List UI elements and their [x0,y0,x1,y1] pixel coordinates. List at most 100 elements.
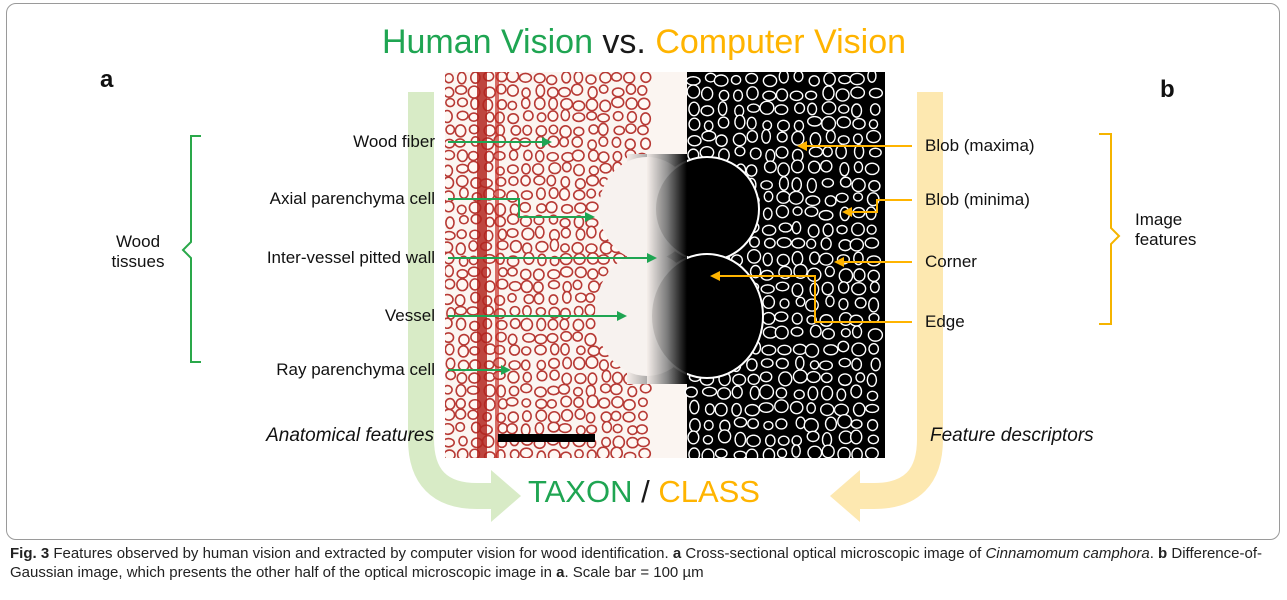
dog-cell [791,237,806,249]
wood-cell [497,228,508,241]
dog-cell [825,129,836,144]
wood-cell [507,411,520,424]
wood-cell [507,370,520,384]
dog-cell [687,135,702,147]
dog-cell [760,284,775,294]
dog-cell [836,388,847,402]
wood-cell [625,97,638,110]
wood-cell [548,162,562,175]
dog-cell [746,248,762,264]
wood-cell [562,356,573,370]
dog-cell [837,135,850,145]
dog-cell [866,390,879,402]
wood-cell [597,113,611,123]
dog-cell [733,450,747,458]
wood-cell [537,253,547,267]
wood-cell [637,410,648,421]
dog-cell [793,119,805,132]
dog-cell [778,371,793,387]
wood-cell [545,74,558,86]
wood-cell [586,394,599,409]
label-ray-parenchyma: Ray parenchyma cell [276,360,435,379]
wood-cell [445,109,453,124]
dog-cell [715,134,728,147]
wood-cell [522,110,534,122]
dog-cell [689,399,700,415]
wood-cell [508,360,522,371]
dog-cell [821,281,834,296]
wood-cell [611,395,624,409]
dog-cell [868,297,880,313]
dog-cell [763,190,774,203]
wood-cell [454,293,466,307]
wood-cell [506,228,519,239]
wood-cell [574,408,586,420]
dog-cell [791,312,803,325]
wood-cell [535,83,546,98]
wood-cell [445,369,457,381]
wood-cell [445,408,456,421]
dog-cell [734,114,746,130]
wood-cell [520,317,534,332]
wood-cell [559,217,571,228]
dog-cell [809,324,822,338]
wood-tissues-bracket [181,135,201,363]
dog-cell [747,373,760,386]
wood-cell [587,86,598,99]
wood-cell [458,333,470,346]
dog-cell [789,90,804,102]
wood-cell [456,163,470,174]
wood-cell [599,383,612,394]
wood-cell [586,188,597,199]
wood-cell [456,97,469,108]
dog-cell [762,447,776,458]
dog-cell [791,444,801,458]
dog-cell [850,419,863,429]
wood-cell [598,359,610,372]
dog-cell [716,387,732,400]
dog-cell [763,160,777,174]
dog-cell [762,295,776,310]
wood-cell [585,243,598,254]
dog-cell [866,224,877,235]
wood-cell [622,411,636,423]
dog-cell [775,88,789,102]
wood-cell [597,397,611,409]
dog-cell [852,117,866,130]
dog-cell [717,116,730,129]
wood-cell [510,124,522,136]
wood-cell [585,98,599,112]
dog-cell [819,314,834,327]
dog-cell [730,74,742,85]
wood-cell [572,279,583,291]
dog-cell [869,103,881,116]
wood-cell [599,72,612,84]
wood-cell [456,372,468,385]
wood-cell [573,305,584,318]
wood-cell [557,86,572,98]
wood-cell [562,280,573,294]
wood-cell [521,410,532,423]
dog-cell [820,237,832,251]
dog-cell [837,446,851,458]
wood-cell [536,450,547,458]
dog-cell [732,373,747,386]
wood-cell [546,86,559,99]
wood-cell [627,425,638,436]
wood-cell [467,409,479,421]
dog-cell [821,177,835,188]
dog-cell [763,237,776,249]
dog-cell [791,250,804,267]
dog-cell [820,385,834,401]
dog-cell [793,72,804,83]
dog-cell [840,328,851,338]
dog-cell [700,86,714,101]
dog-cell [806,314,817,325]
label-wood-fiber: Wood fiber [353,132,435,151]
dog-cell [824,416,838,432]
wood-cell [601,436,612,448]
dog-cell [713,74,729,87]
wood-cell [627,385,638,398]
dog-cell [774,311,789,322]
wood-cell [585,292,596,303]
